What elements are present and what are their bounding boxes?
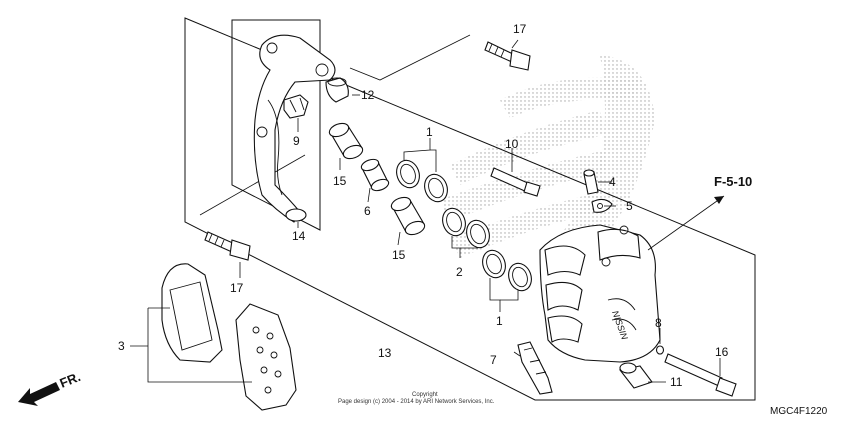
callout-15-lower: 15 — [392, 248, 406, 262]
bolt-17-lower — [204, 231, 251, 261]
brake-pad-rear — [161, 263, 223, 363]
reference-code: F-5-10 — [714, 174, 752, 189]
o-ring-8 — [655, 345, 665, 355]
insulator-6 — [360, 158, 390, 192]
drawing-id: MGC4F1220 — [770, 406, 828, 417]
callout-9: 9 — [293, 134, 300, 148]
callout-14: 14 — [292, 229, 306, 243]
leader-14-bracket — [199, 154, 306, 216]
leader-17-top — [349, 34, 471, 81]
callout-3: 3 — [118, 339, 125, 353]
callout-2: 2 — [456, 265, 463, 279]
bracket-outline — [231, 19, 321, 231]
callout-15-upper: 15 — [333, 174, 347, 188]
callout-10: 10 — [505, 137, 519, 151]
boot-12 — [325, 77, 349, 103]
piston-15-lower — [390, 196, 426, 236]
callout-17-lower: 17 — [230, 281, 244, 295]
caliper-body: NISSIN — [539, 224, 661, 363]
bleeder-screw-4 — [583, 169, 599, 195]
piston-15-upper — [328, 122, 364, 160]
leader-lines — [130, 39, 721, 383]
bolt-17-top — [484, 41, 531, 71]
pad-spring-7 — [517, 341, 553, 395]
caliper-bracket — [253, 34, 336, 223]
callout-13: 13 — [378, 346, 392, 360]
front-direction-arrow-icon — [18, 382, 60, 406]
callout-6: 6 — [364, 204, 371, 218]
callout-11: 11 — [670, 375, 683, 389]
callout-12: 12 — [361, 88, 375, 102]
reference-arrow — [647, 195, 725, 251]
copyright-line-1: Copyright — [412, 392, 438, 398]
pin-plug-11 — [619, 362, 653, 389]
bleeder-cap-5 — [591, 198, 613, 213]
pad-spring — [283, 94, 309, 119]
seal-set-1-upper — [396, 159, 448, 203]
callout-16: 16 — [715, 345, 729, 359]
callout-4: 4 — [609, 175, 616, 189]
seal-set-2 — [442, 207, 490, 249]
callout-5: 5 — [626, 199, 633, 213]
slide-pin-16 — [664, 353, 737, 397]
callout-1-upper: 1 — [426, 125, 433, 139]
front-direction-label: FR. — [58, 369, 83, 391]
brake-pad-front — [235, 303, 297, 411]
callout-7: 7 — [490, 353, 497, 367]
callout-17-top: 17 — [513, 22, 527, 36]
seal-set-1-lower — [482, 249, 532, 292]
callout-1-lower: 1 — [496, 314, 503, 328]
pad-pin-10 — [490, 167, 541, 197]
copyright-line-2: Page design (c) 2004 - 2014 by ARI Netwo… — [338, 399, 495, 405]
assembly-outline — [184, 17, 756, 401]
callout-8: 8 — [655, 316, 662, 330]
